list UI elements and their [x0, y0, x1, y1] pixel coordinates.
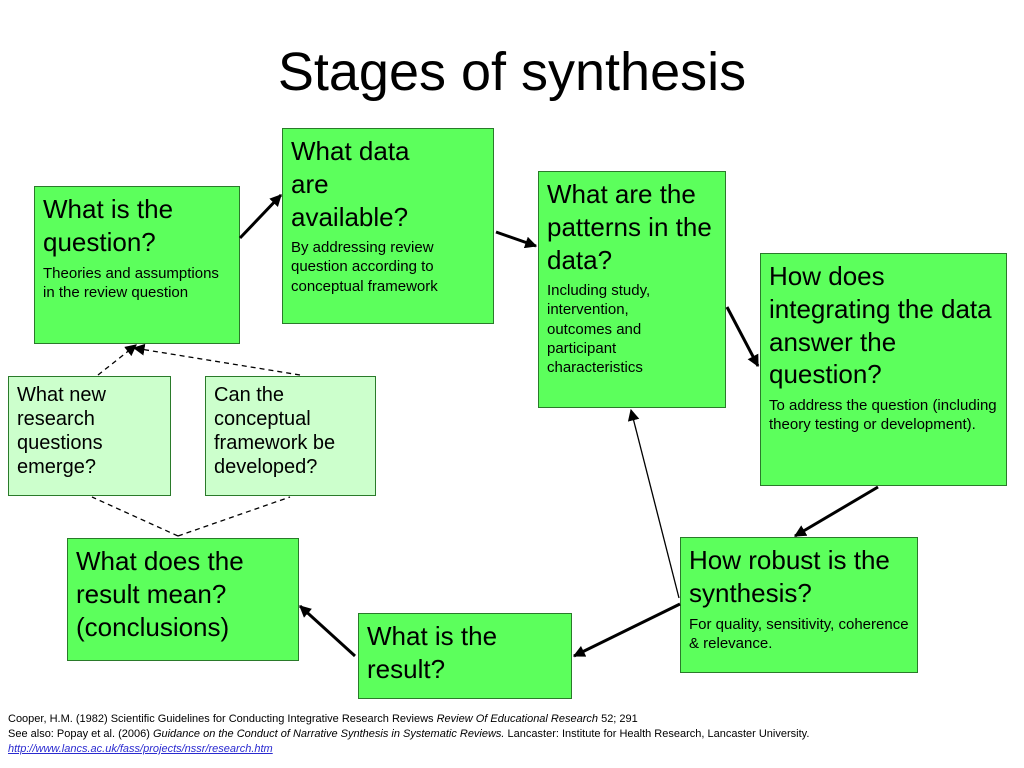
- node-patterns-heading: What are the patterns in the data?: [547, 179, 712, 275]
- reference-cooper-tail: 52; 291: [598, 713, 638, 725]
- reference-link-line: http://www.lancs.ac.uk/fass/projects/nss…: [8, 742, 1018, 757]
- node-new-questions-heading: What new research questions emerge?: [17, 384, 106, 478]
- arrow-meaning-to-framework: [177, 496, 291, 537]
- reference-popay-text: See also: Popay et al. (2006): [8, 728, 153, 740]
- reference-popay: See also: Popay et al. (2006) Guidance o…: [8, 727, 1018, 742]
- reference-cooper-text: Cooper, H.M. (1982) Scientific Guideline…: [8, 713, 437, 725]
- arrow-robust-to-result: [572, 602, 681, 658]
- arrow-framework-to-question: [132, 343, 301, 376]
- arrow-meaning-to-new-questions: [91, 496, 179, 537]
- node-integrating-heading: How does integrating the data answer the…: [769, 261, 992, 390]
- node-integrating-detail: To address the question (including theor…: [769, 397, 997, 434]
- reference-cooper: Cooper, H.M. (1982) Scientific Guideline…: [8, 712, 1018, 727]
- node-data-detail: By addressing review question according …: [291, 239, 438, 295]
- reference-cooper-journal: Review Of Educational Research: [436, 713, 599, 725]
- node-framework-heading: Can the conceptual framework be develope…: [214, 384, 336, 478]
- node-robust-detail: For quality, sensitivity, coherence & re…: [689, 615, 909, 652]
- node-result-heading: What is the result?: [367, 621, 498, 684]
- node-robust: How robust is the synthesis? For quality…: [680, 537, 918, 673]
- node-framework: Can the conceptual framework be develope…: [205, 376, 376, 496]
- node-question-detail: Theories and assumptions in the review q…: [43, 264, 219, 301]
- node-question-heading: What is the question?: [43, 194, 174, 257]
- node-robust-heading: How robust is the synthesis?: [689, 545, 890, 608]
- node-data: What data are available? By addressing r…: [282, 128, 494, 324]
- node-new-questions: What new research questions emerge?: [8, 376, 171, 496]
- arrow-new-questions-to-question: [97, 344, 137, 376]
- arrow-patterns-to-integrating: [725, 306, 760, 368]
- arrow-question-to-data: [238, 193, 283, 240]
- references: Cooper, H.M. (1982) Scientific Guideline…: [8, 712, 1018, 757]
- page-title: Stages of synthesis: [277, 42, 747, 102]
- arrow-integrating-to-robust: [793, 485, 879, 538]
- node-meaning: What does the result mean? (conclusions): [67, 538, 299, 661]
- arrow-data-to-patterns: [495, 230, 538, 249]
- reference-url-link[interactable]: http://www.lancs.ac.uk/fass/projects/nss…: [8, 743, 273, 755]
- node-meaning-heading: What does the result mean? (conclusions): [76, 546, 244, 642]
- node-patterns: What are the patterns in the data? Inclu…: [538, 171, 726, 408]
- node-integrating: How does integrating the data answer the…: [760, 253, 1007, 486]
- node-data-heading: What data are available?: [291, 136, 410, 232]
- node-result: What is the result?: [358, 613, 572, 699]
- arrow-result-to-meaning: [298, 604, 357, 658]
- node-question: What is the question? Theories and assum…: [34, 186, 240, 344]
- reference-popay-title: Guidance on the Conduct of Narrative Syn…: [152, 728, 505, 740]
- arrow-robust-to-patterns: [627, 408, 680, 599]
- node-patterns-detail: Including study, intervention, outcomes …: [547, 282, 651, 376]
- reference-popay-tail: Lancaster: Institute for Health Research…: [504, 728, 810, 740]
